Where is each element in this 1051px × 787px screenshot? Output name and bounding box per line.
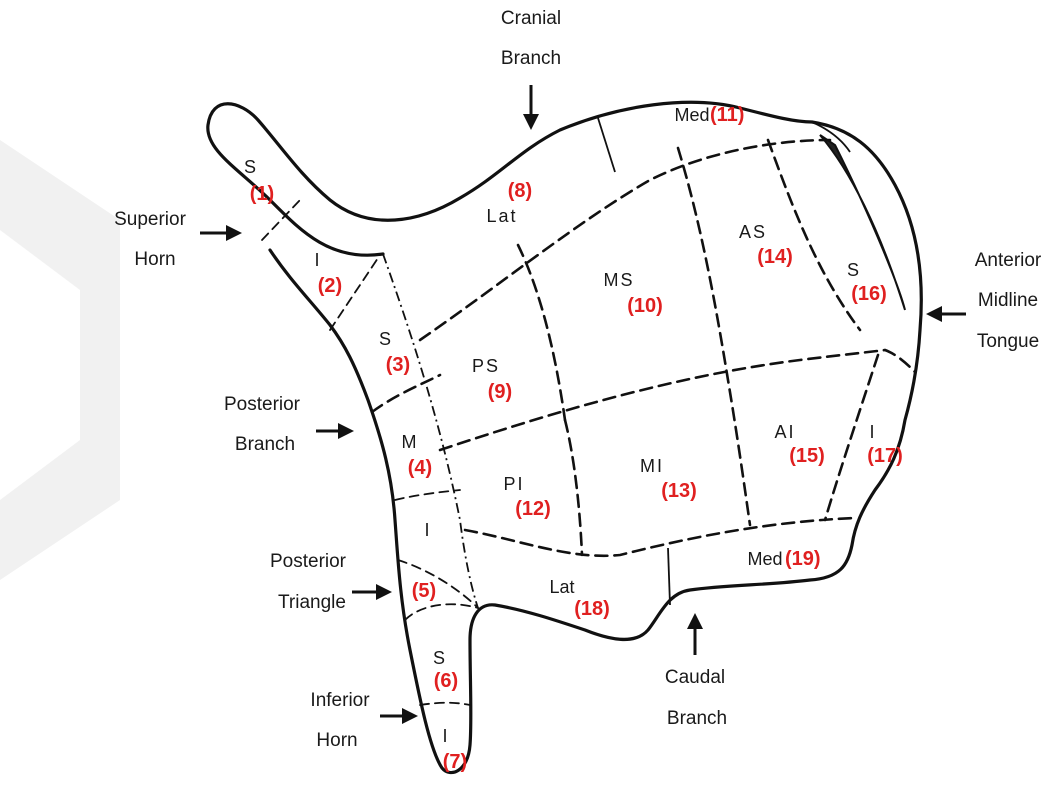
segment-8-name: Lat [486, 206, 517, 226]
caudal-branch-label-1: Caudal [665, 667, 725, 688]
anterior-arrow [926, 306, 966, 322]
inferior-horn-arrow [380, 708, 418, 724]
segment-8-number: (8) [508, 180, 532, 202]
posterior-triangle-label-1: Posterior [270, 551, 347, 572]
segment-16-number: (16) [851, 283, 887, 305]
segment-1-number: (1) [250, 183, 274, 205]
segment-13-number: (13) [661, 480, 697, 502]
segment-13-name: MI [640, 456, 664, 476]
divider-med11 [598, 118, 615, 172]
posterior-branch-label-2: Branch [235, 434, 295, 455]
watermark-chevron [0, 140, 120, 580]
divider-horn-1-2 [262, 200, 300, 240]
segment-3-name: S [379, 329, 393, 349]
segment-19-name: Med [747, 549, 782, 569]
segment-18-name: Lat [549, 577, 574, 597]
divider-mid-ant [678, 148, 750, 525]
segment-9-name: PS [472, 356, 500, 376]
segment-11-name: Med [674, 105, 709, 125]
segment-7-number: (7) [443, 751, 467, 773]
posterior-branch-label-1: Posterior [224, 394, 301, 415]
segment-6-name: S [433, 648, 447, 668]
segment-15-name: AI [774, 422, 795, 442]
segment-10-name: MS [604, 270, 635, 290]
segment-12-number: (12) [515, 498, 551, 520]
segment-5-number: (5) [412, 580, 436, 602]
segment-17-name: I [869, 422, 876, 442]
cranial-branch-label-2: Branch [501, 48, 561, 69]
divider-post-mid-lower [565, 420, 582, 555]
segment-2-name: I [314, 250, 321, 270]
segment-19-number: (19) [785, 548, 821, 570]
cranial-branch-label-1: Cranial [501, 8, 561, 29]
inferior-horn-label-2: Horn [316, 730, 357, 751]
segment-6-number: (6) [434, 670, 458, 692]
posterior-triangle-label-2: Triangle [278, 592, 346, 613]
segment-9-number: (9) [488, 381, 512, 403]
anterior-label-2: Midline [978, 290, 1038, 311]
segment-14-number: (14) [757, 246, 793, 268]
segment-12-name: PI [503, 474, 524, 494]
caudal-arrow [687, 613, 703, 655]
triangle-arc-2 [405, 604, 478, 620]
segment-17-number: (17) [867, 445, 903, 467]
divider-post-mid-upper [518, 245, 565, 420]
divider-med19 [668, 548, 670, 605]
segment-4-number: (4) [408, 457, 432, 479]
posterior-branch-arrow [316, 423, 354, 439]
segment-7-name: I [442, 726, 449, 746]
cranial-arrow [523, 85, 539, 130]
segment-18-number: (18) [574, 598, 610, 620]
superior-horn-label-2: Horn [134, 249, 175, 270]
anterior-label-3: Tongue [977, 331, 1039, 352]
segment-2-number: (2) [318, 275, 342, 297]
segment-11-number: (11) [710, 104, 744, 126]
segment-5-name: I [424, 520, 431, 540]
segment-4-name: M [402, 432, 419, 452]
segment-14-name: AS [739, 222, 767, 242]
segment-1-name: S [244, 157, 258, 177]
segment-10-number: (10) [627, 295, 663, 317]
posterior-triangle-arrow [352, 584, 392, 600]
divider-6-7 [420, 703, 470, 705]
superior-horn-label-1: Superior [114, 209, 186, 230]
caudal-branch-label-2: Branch [667, 708, 727, 729]
inferior-horn-label-1: Inferior [310, 690, 370, 711]
segment-16-name: S [847, 260, 861, 280]
divider-3-4 [372, 375, 440, 412]
anterior-label-1: Anterior [975, 250, 1042, 271]
divider-4-5 [395, 490, 460, 500]
segment-3-number: (3) [386, 354, 410, 376]
divider-cranial-main [420, 140, 830, 340]
triangle-arc-1 [398, 560, 478, 608]
organ-outline [208, 102, 921, 772]
segment-15-number: (15) [789, 445, 825, 467]
superior-horn-arrow [200, 225, 242, 241]
